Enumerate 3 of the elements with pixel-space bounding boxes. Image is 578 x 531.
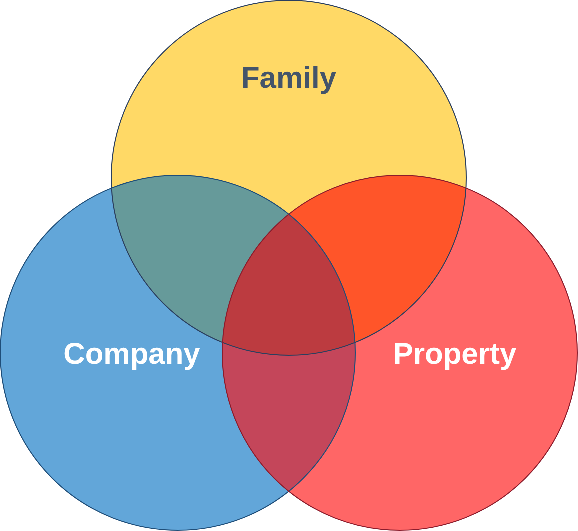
set-label: Property <box>393 338 517 372</box>
set-label: Company <box>64 338 200 372</box>
set-label: Family <box>241 62 337 96</box>
